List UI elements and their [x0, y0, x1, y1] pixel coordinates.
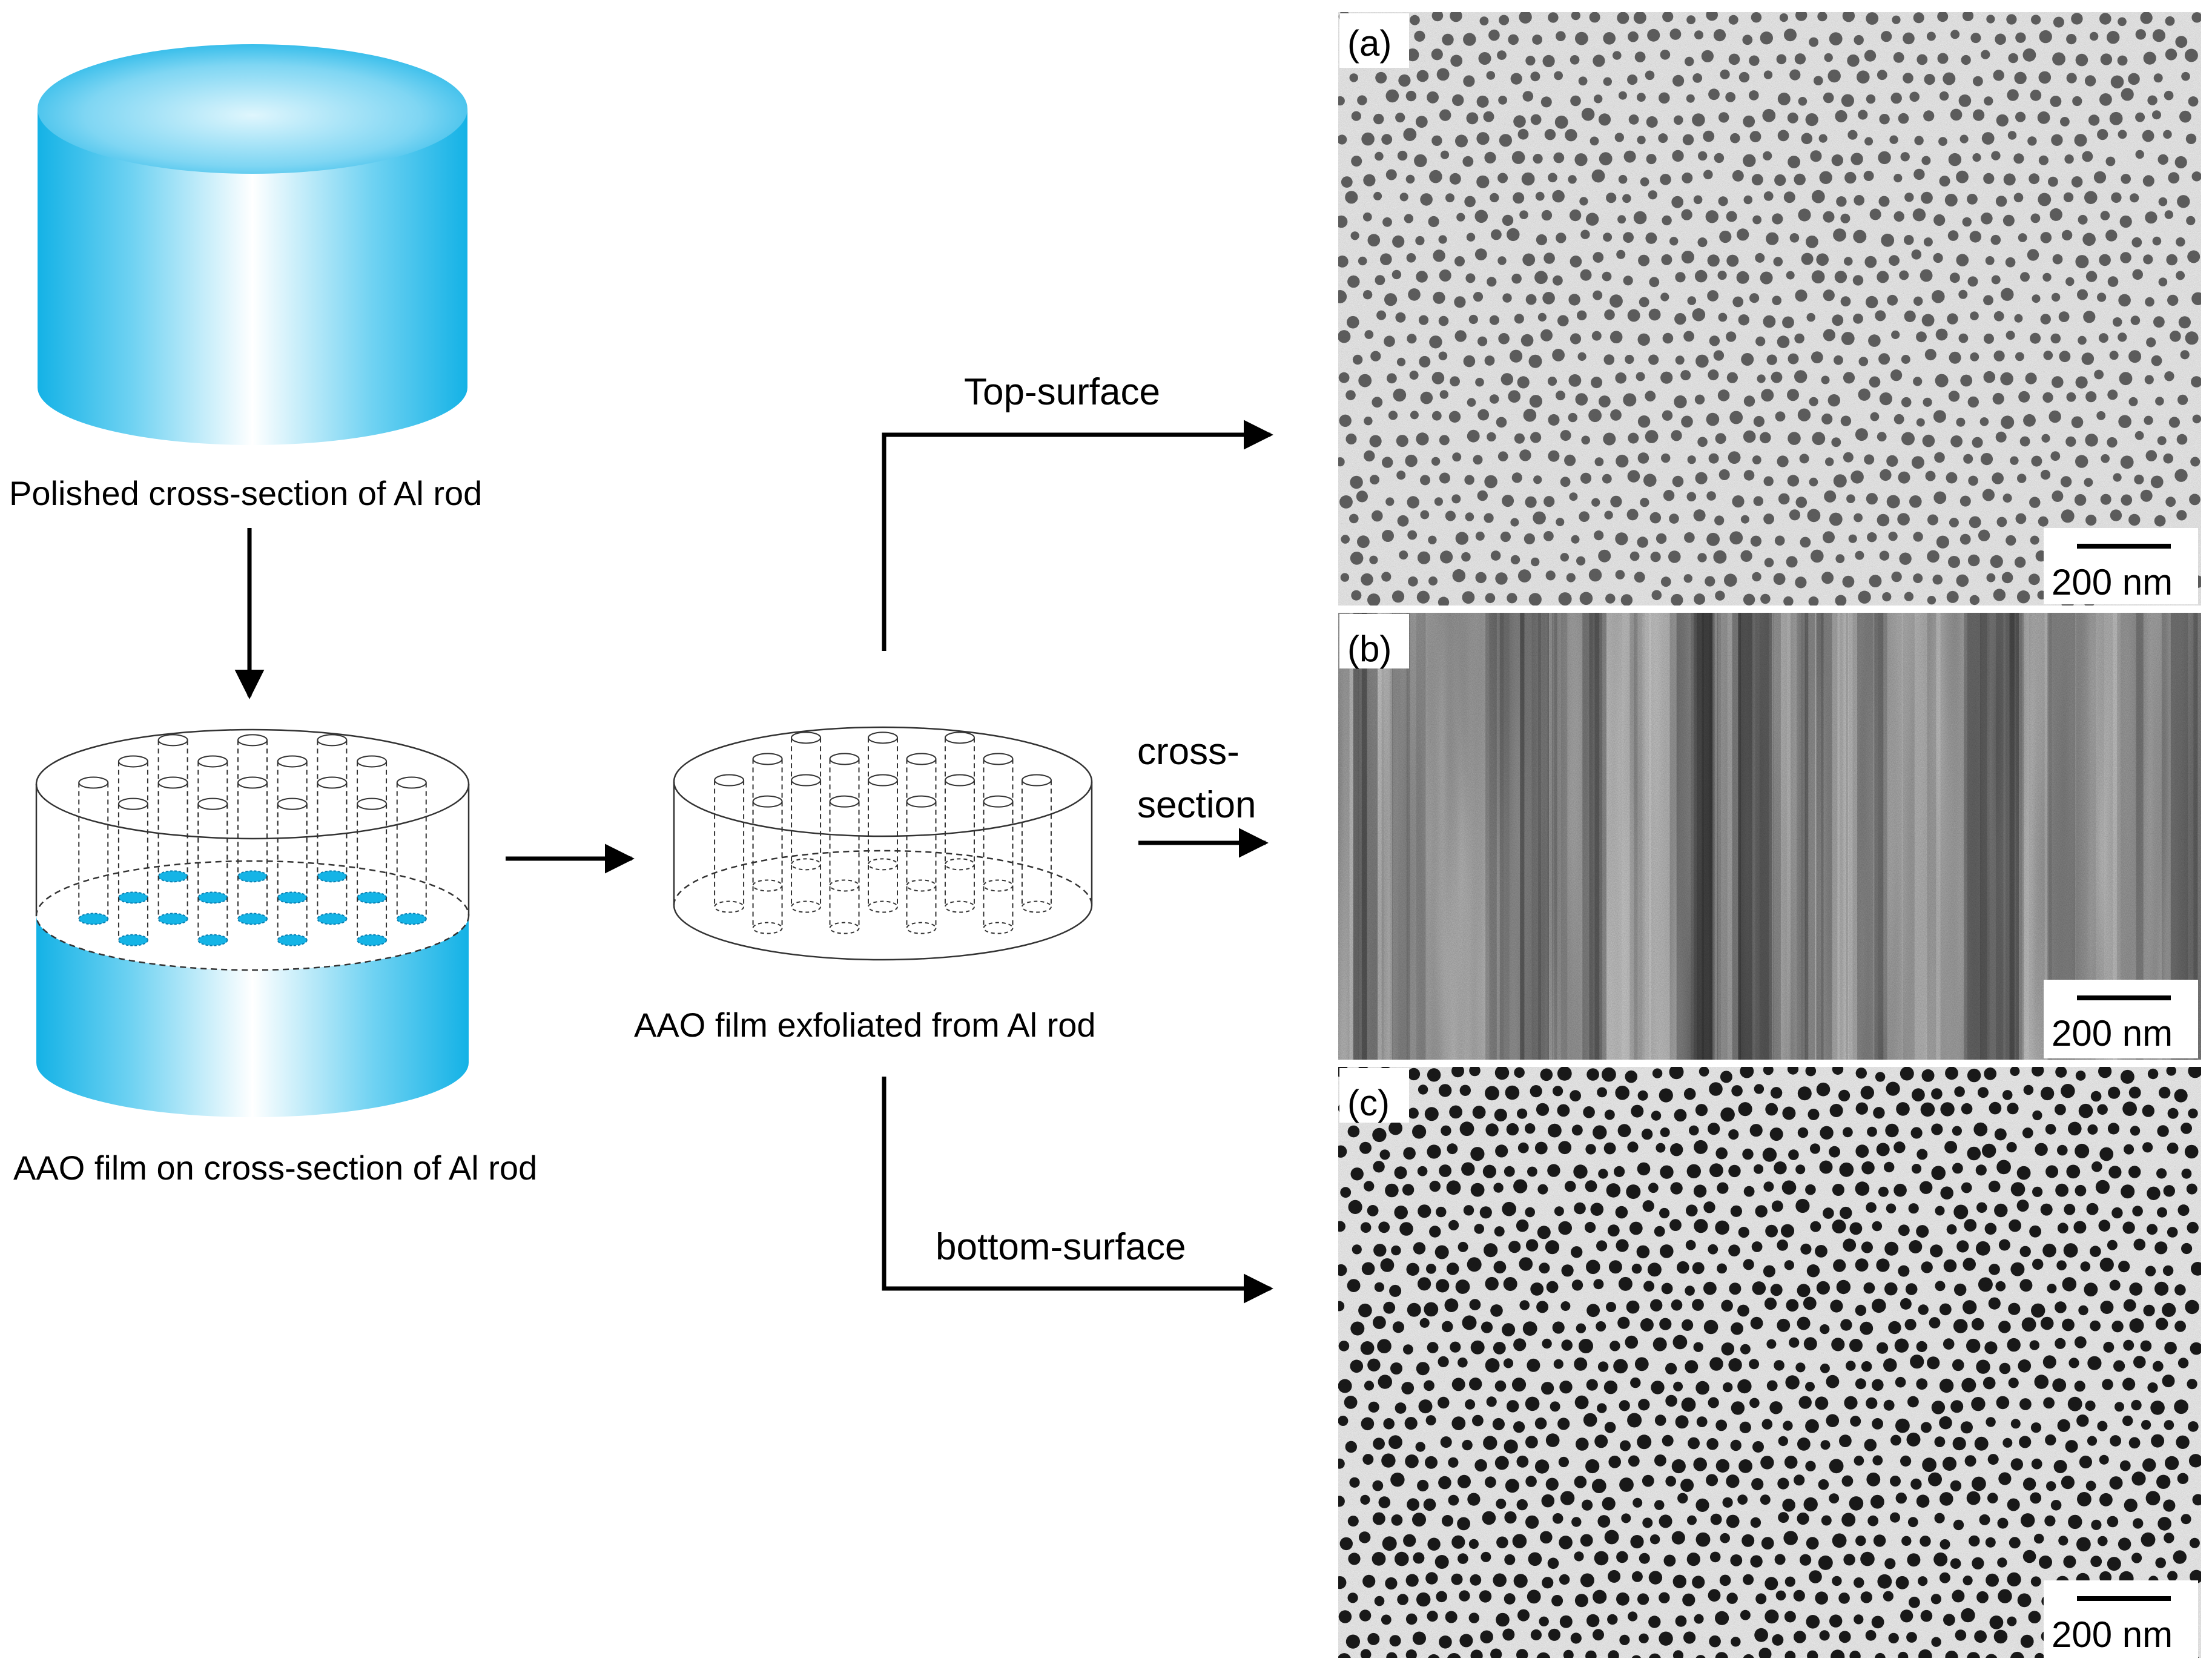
panel-c-scale-label: 200 nm — [2052, 1614, 2173, 1655]
panel-b-label: (b) — [1347, 629, 1392, 669]
top-surface-label: Top-surface — [964, 371, 1160, 413]
cross-section-label-line1: cross- — [1137, 731, 1240, 773]
panel-c-label-bg — [1339, 1068, 1409, 1123]
panel-a-label: (a) — [1347, 23, 1392, 64]
sem-panel-a — [1338, 12, 2201, 606]
aao-on-rod-cylinder — [35, 728, 470, 1117]
panel-a-scalebar-bg — [2044, 528, 2198, 604]
exfoliated-aao-film — [673, 726, 1093, 961]
panel-b-scale-label: 200 nm — [2052, 1013, 2173, 1054]
panel-b-scalebar-bg — [2044, 980, 2198, 1058]
step1-caption: Polished cross-section of Al rod — [9, 474, 482, 512]
panel-c-scalebar-bg — [2044, 1580, 2198, 1658]
bottom-surface-arrow — [882, 1077, 1273, 1304]
top-surface-arrow — [882, 420, 1273, 651]
bottom-surface-label: bottom-surface — [936, 1226, 1186, 1268]
panel-a-scale-label: 200 nm — [2052, 562, 2173, 602]
step3-caption: AAO film exfoliated from Al rod — [634, 1006, 1096, 1044]
step2-caption: AAO film on cross-section of Al rod — [13, 1149, 537, 1187]
panel-a-label-bg — [1339, 13, 1409, 68]
panel-c-label: (c) — [1347, 1083, 1390, 1123]
panel-b-label-bg — [1339, 614, 1409, 668]
cross-section-label-line2: section — [1137, 784, 1256, 826]
al-rod-cylinder — [38, 44, 467, 445]
sem-panel-c — [1338, 1067, 2201, 1658]
